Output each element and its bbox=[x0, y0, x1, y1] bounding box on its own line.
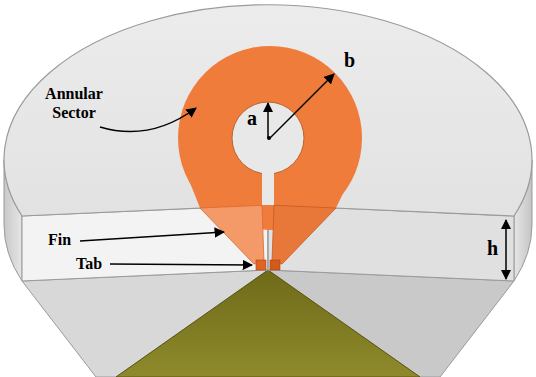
annular-sector bbox=[178, 46, 362, 230]
center-dot bbox=[267, 136, 271, 140]
leader-arrow bbox=[100, 108, 196, 132]
wedge-wall bbox=[268, 205, 514, 281]
leader-arrow bbox=[80, 232, 224, 241]
tab bbox=[270, 260, 280, 270]
part-label: Tab bbox=[76, 254, 102, 273]
dimension-arrow bbox=[267, 103, 269, 138]
disk-top bbox=[4, 5, 532, 216]
ground-plane bbox=[116, 270, 420, 377]
sector-hole bbox=[232, 102, 304, 174]
fin bbox=[272, 205, 336, 264]
part-label: Annular Sector bbox=[28, 84, 120, 122]
part-label: Fin bbox=[48, 230, 71, 249]
tab bbox=[256, 260, 266, 270]
feed-slot bbox=[262, 168, 274, 205]
dimension-label: a bbox=[247, 106, 257, 130]
dimension-label: h bbox=[487, 236, 498, 260]
wedge-wall bbox=[22, 205, 268, 281]
fin bbox=[200, 205, 264, 264]
leader-arrow bbox=[110, 264, 252, 265]
dimension-arrow bbox=[270, 74, 334, 138]
dimension-label: b bbox=[344, 48, 355, 72]
dimension-arrow bbox=[505, 220, 507, 279]
